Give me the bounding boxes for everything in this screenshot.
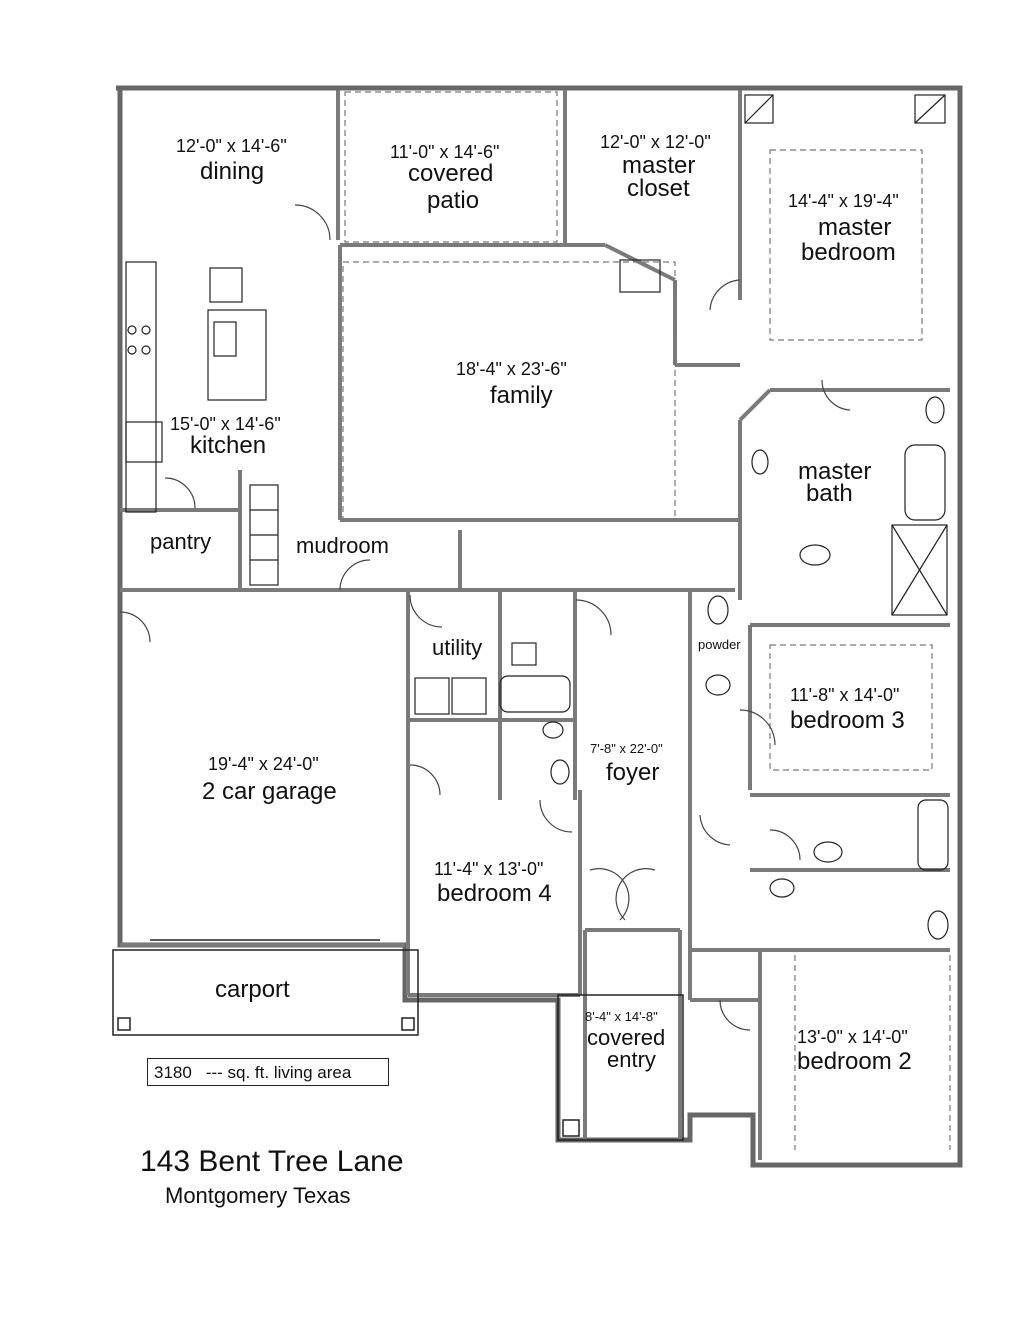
pantry-label: pantry <box>150 529 212 554</box>
utility-label: utility <box>432 635 483 660</box>
covered-entry-dimensions: 8'-4" x 14'-8" <box>585 1009 658 1024</box>
covered-entry-label-line2: entry <box>607 1047 656 1072</box>
covered-entry-slab <box>557 994 684 1141</box>
covered-entry-label-line1: covered <box>587 1025 666 1050</box>
garage-dimensions: 19'-4" x 24'-0" <box>208 754 319 774</box>
kitchen-island <box>125 261 267 513</box>
bedroom3-label: bedroom 3 <box>790 707 905 734</box>
master-bath-label-line2: bath <box>806 480 853 507</box>
patio-dimensions: 11'-0" x 14'-6" <box>390 142 500 162</box>
master-bedroom-dimensions: 14'-4" x 19'-4" <box>788 191 899 211</box>
bedroom4-label: bedroom 4 <box>437 880 552 907</box>
foyer-label: foyer <box>606 759 660 786</box>
mudroom-label: mudroom <box>296 533 389 558</box>
powder-label: powder <box>698 637 741 652</box>
bedroom3-dimensions: 11'-8" x 14'-0" <box>790 685 900 705</box>
kitchen-label: kitchen <box>190 432 267 459</box>
bath-fixtures <box>499 259 949 940</box>
bedroom2-dimensions: 13'-0" x 14'-0" <box>797 1027 908 1047</box>
mudroom-lockers <box>249 484 279 586</box>
master-closet-label-line2: closet <box>627 175 690 202</box>
living-area-box: 3180 --- sq. ft. living area <box>147 1058 389 1086</box>
carport-slab <box>112 939 419 1036</box>
dining-dimensions: 12'-0" x 14'-6" <box>176 136 287 156</box>
living-area-value: 3180 <box>154 1063 192 1082</box>
master-bath-label-line1: master <box>798 458 872 485</box>
door-swings <box>119 204 851 1031</box>
utility-appliances <box>414 642 537 715</box>
carport-label: carport <box>215 976 290 1003</box>
living-area-label: --- sq. ft. living area <box>205 1063 352 1082</box>
patio-label-line2: patio <box>427 187 480 214</box>
dining-label: dining <box>200 158 265 185</box>
corner-columns <box>744 94 946 124</box>
master-closet-label-line1: master <box>622 152 696 179</box>
kitchen-dimensions: 15'-0" x 14'-6" <box>170 414 281 434</box>
family-label: family <box>490 382 553 409</box>
address-city: Montgomery Texas <box>165 1183 351 1208</box>
interior-walls <box>120 90 950 1160</box>
dashed-lines <box>342 91 951 1150</box>
master-bedroom-label-line1: master <box>818 214 892 241</box>
address-street: 143 Bent Tree Lane <box>140 1145 404 1178</box>
bedroom4-dimensions: 11'-4" x 13'-0" <box>434 859 544 879</box>
bedroom2-label: bedroom 2 <box>797 1048 912 1075</box>
foyer-dimensions: 7'-8" x 22'-0" <box>590 741 663 756</box>
master-closet-dimensions: 12'-0" x 12'-0" <box>600 132 711 152</box>
garage-label: 2 car garage <box>202 778 337 805</box>
family-dimensions: 18'-4" x 23'-6" <box>456 359 567 379</box>
patio-label-line1: covered <box>408 160 494 187</box>
master-bedroom-label-line2: bedroom <box>801 239 896 266</box>
